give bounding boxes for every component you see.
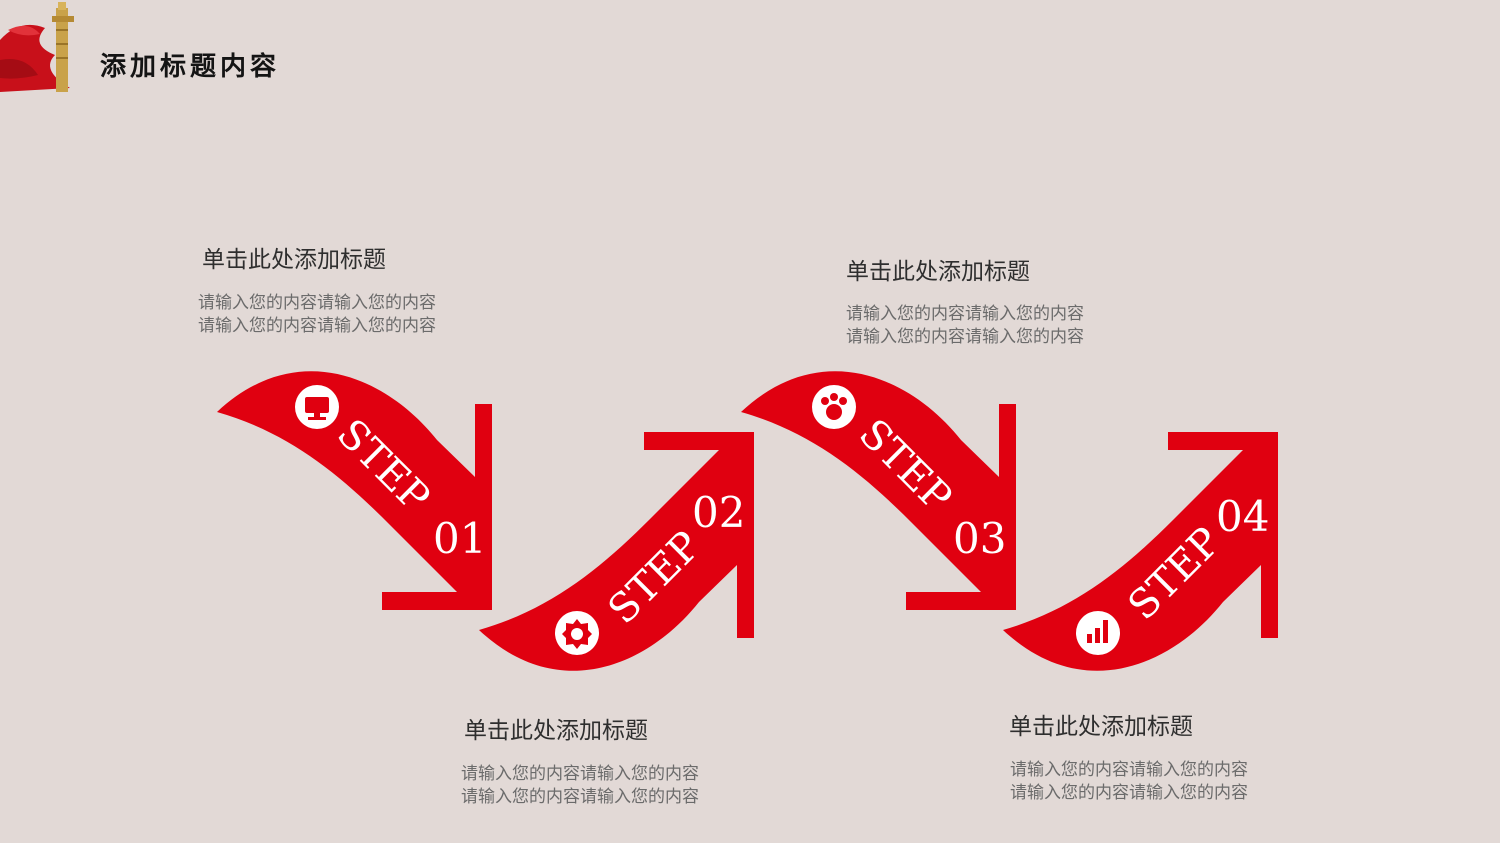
page-title: 添加标题内容 xyxy=(100,52,281,82)
step-3-desc: 请输入您的内容请输入您的内容请输入您的内容请输入您的内容 xyxy=(846,304,1084,347)
step-1-arrow: STEP 01 xyxy=(217,371,492,610)
bar-chart-icon xyxy=(1087,620,1108,643)
paw-icon xyxy=(821,393,847,420)
flag-pillar-icon xyxy=(0,2,74,92)
step-2-arrow: STEP 02 xyxy=(479,432,754,671)
step-4-number: 04 xyxy=(1216,492,1269,541)
step-2-desc: 请输入您的内容请输入您的内容请输入您的内容请输入您的内容 xyxy=(461,764,699,807)
step-2-number: 02 xyxy=(692,488,745,537)
step-1-desc: 请输入您的内容请输入您的内容请输入您的内容请输入您的内容 xyxy=(198,293,436,336)
badge-icon xyxy=(562,619,592,649)
step-4-desc: 请输入您的内容请输入您的内容请输入您的内容请输入您的内容 xyxy=(1010,760,1248,803)
monitor-icon xyxy=(305,397,329,420)
step-3-title: 单击此处添加标题 xyxy=(846,259,1030,285)
step-4-title: 单击此处添加标题 xyxy=(1009,714,1193,740)
step-2-title: 单击此处添加标题 xyxy=(464,718,648,744)
step-1-number: 01 xyxy=(433,514,486,563)
step-3-number: 03 xyxy=(953,514,1006,563)
step-1-title: 单击此处添加标题 xyxy=(202,247,386,273)
step-3-arrow: STEP 03 xyxy=(741,371,1016,610)
step-4-arrow: STEP 04 xyxy=(1003,432,1278,671)
